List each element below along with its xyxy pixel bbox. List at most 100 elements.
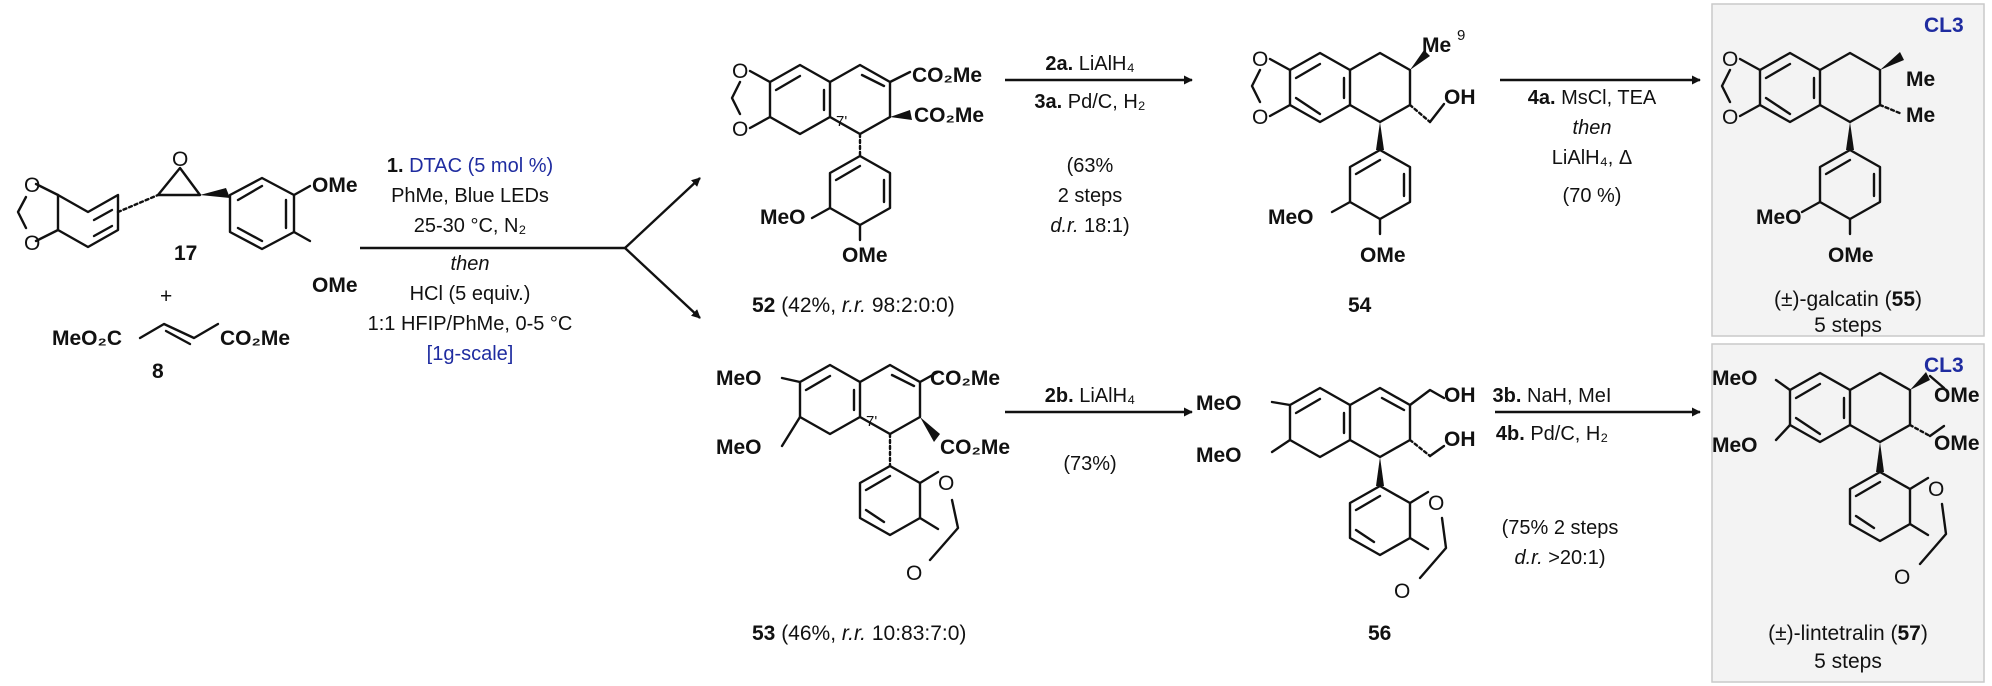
compound-17-label: 17 bbox=[174, 242, 197, 265]
ome-group: OMe bbox=[842, 244, 888, 267]
co2me-group: CO₂Me bbox=[914, 104, 984, 127]
step1-line4: then bbox=[451, 253, 490, 275]
o-atom: O bbox=[1428, 492, 1444, 515]
meo-group: MeO bbox=[1196, 444, 1242, 467]
o-atom: O bbox=[1722, 48, 1738, 71]
compound-8-label: 8 bbox=[152, 360, 164, 383]
c9-label: 9 bbox=[1457, 27, 1465, 44]
me-group: Me bbox=[1906, 68, 1935, 91]
c7-prime-label: 7' bbox=[866, 413, 877, 430]
step1-line3: 25-30 °C, N₂ bbox=[414, 215, 526, 237]
lintetralin-caption: (±)-lintetralin (57) bbox=[1768, 622, 1928, 645]
co2me-group: CO₂Me bbox=[912, 64, 982, 87]
step-2a-reagent: LiAlH₄ bbox=[1073, 53, 1135, 75]
meo2c-group: MeO₂C bbox=[52, 327, 122, 350]
step1-arrow-down bbox=[624, 247, 701, 319]
bottom-right-yield: (75% 2 steps bbox=[1502, 517, 1619, 539]
meo-group: MeO bbox=[1196, 392, 1242, 415]
step-4b-num: 4b. bbox=[1496, 423, 1525, 445]
top-middle-yield: (63% bbox=[1067, 155, 1114, 177]
meo-group: MeO bbox=[1712, 434, 1758, 457]
step-2a-num: 2a. bbox=[1045, 53, 1073, 75]
meo-group: MeO bbox=[716, 436, 762, 459]
o-atom: O bbox=[732, 118, 748, 141]
meo-group: MeO bbox=[1756, 206, 1802, 229]
ome-group: OMe bbox=[1934, 432, 1980, 455]
o-atom: O bbox=[1252, 106, 1268, 129]
fumarate-8-structure: MeO₂C CO₂Me 8 bbox=[52, 322, 290, 383]
ome-group: OMe bbox=[1828, 244, 1874, 267]
galcatin-name: (±)-galcatin ( bbox=[1774, 288, 1892, 311]
compound-56-label: 56 bbox=[1368, 622, 1391, 645]
step1-line7: [1g-scale] bbox=[427, 343, 514, 365]
c7-prime-label: 7' bbox=[836, 113, 847, 130]
epoxide-17-structure: O O O OMe OMe 17 bbox=[16, 148, 358, 297]
meo-group: MeO bbox=[1268, 206, 1314, 229]
top-middle-conditions: 2a. LiAlH₄ 3a. Pd/C, H₂ (63% 2 steps d.r… bbox=[1034, 53, 1145, 237]
oh-group: OH bbox=[1444, 384, 1476, 407]
co2me-group: CO₂Me bbox=[940, 436, 1010, 459]
galcatin-steps: 5 steps bbox=[1814, 314, 1882, 337]
bottom-right-dr-value: >20:1) bbox=[1543, 547, 1606, 569]
epoxide-o-atom: O bbox=[172, 148, 188, 171]
svg-text:d.r. 18:1): d.r. 18:1) bbox=[1050, 215, 1129, 237]
me-group: Me bbox=[1422, 34, 1451, 57]
o-atom: O bbox=[24, 174, 40, 197]
svg-text:3b. NaH, MeI: 3b. NaH, MeI bbox=[1493, 385, 1612, 407]
cl3-badge: CL3 bbox=[1924, 354, 1964, 377]
step-3b-num: 3b. bbox=[1493, 385, 1522, 407]
compound-54-label: 54 bbox=[1348, 294, 1372, 317]
galcatin-55-structure: CL3 O O Me Me MeO OMe bbox=[1720, 14, 1964, 267]
plus-sign: + bbox=[160, 285, 172, 308]
step-3b-reagent: NaH, MeI bbox=[1521, 385, 1611, 407]
step1-catalyst: DTAC (5 mol %) bbox=[409, 155, 553, 177]
compound-52-caption: 52 (42%, r.r. 98:2:0:0) bbox=[752, 294, 955, 317]
meo-group: MeO bbox=[716, 367, 762, 390]
step1-arrow-up bbox=[624, 177, 701, 249]
compound-56-structure: MeO MeO OH OH O O 56 bbox=[1196, 384, 1476, 645]
step-3a-reagent: Pd/C, H₂ bbox=[1062, 91, 1145, 113]
co2me-group: CO₂Me bbox=[930, 367, 1000, 390]
compound-53-caption: 53 (46%, r.r. 10:83:7:0) bbox=[752, 622, 966, 645]
step-4b-reagent: Pd/C, H₂ bbox=[1525, 423, 1608, 445]
svg-text:4b. Pd/C, H₂: 4b. Pd/C, H₂ bbox=[1496, 423, 1608, 445]
step-2b-yield: (73%) bbox=[1063, 453, 1116, 475]
galcatin-number: 55 bbox=[1892, 288, 1916, 311]
lintetralin-57-structure: CL3 MeO MeO OMe OMe O O bbox=[1712, 354, 1980, 589]
lintetralin-panel bbox=[1711, 343, 1985, 683]
compound-53-rr-value: 10:83:7:0) bbox=[866, 622, 966, 645]
lintetralin-steps: 5 steps bbox=[1814, 650, 1882, 673]
cl3-badge: CL3 bbox=[1924, 14, 1964, 37]
compound-52-rr-label: r.r. bbox=[842, 294, 866, 317]
svg-text:d.r. >20:1): d.r. >20:1) bbox=[1515, 547, 1606, 569]
compound-53-structure: MeO MeO CO₂Me CO₂Me 7' O O bbox=[716, 363, 1010, 585]
top-middle-dr-label: d.r. bbox=[1050, 215, 1078, 237]
lintetralin-name: (±)-lintetralin ( bbox=[1768, 622, 1897, 645]
step-4a-yield: (70 %) bbox=[1563, 185, 1622, 207]
o-atom: O bbox=[1394, 580, 1410, 603]
svg-text:2b. LiAlH₄: 2b. LiAlH₄ bbox=[1045, 385, 1135, 407]
o-atom: O bbox=[1928, 478, 1944, 501]
step1-line2: PhMe, Blue LEDs bbox=[391, 185, 549, 207]
galcatin-caption: (±)-galcatin (55) bbox=[1774, 288, 1922, 311]
step-4a-reagent: MsCl, TEA bbox=[1556, 87, 1657, 109]
step-3a-num: 3a. bbox=[1034, 91, 1062, 113]
svg-text:3a. Pd/C, H₂: 3a. Pd/C, H₂ bbox=[1034, 91, 1145, 113]
o-atom: O bbox=[1252, 48, 1268, 71]
oh-group: OH bbox=[1444, 86, 1476, 109]
co2me-group: CO₂Me bbox=[220, 327, 290, 350]
svg-text:1. DTAC (5 mol %): 1. DTAC (5 mol %) bbox=[387, 155, 553, 177]
o-atom: O bbox=[1722, 106, 1738, 129]
compound-52-number: 52 bbox=[752, 294, 775, 317]
step-4a-num: 4a. bbox=[1528, 87, 1556, 109]
lintetralin-suffix: ) bbox=[1921, 622, 1928, 645]
bottom-middle-conditions: 2b. LiAlH₄ (73%) bbox=[1045, 385, 1135, 475]
compound-53-number: 53 bbox=[752, 622, 775, 645]
step-4a-then: then bbox=[1573, 117, 1612, 139]
step-2b-reagent: LiAlH₄ bbox=[1074, 385, 1136, 407]
lintetralin-number: 57 bbox=[1898, 622, 1921, 645]
o-atom: O bbox=[732, 60, 748, 83]
o-atom: O bbox=[938, 472, 954, 495]
meo-group: MeO bbox=[1712, 367, 1758, 390]
step-2b-num: 2b. bbox=[1045, 385, 1074, 407]
